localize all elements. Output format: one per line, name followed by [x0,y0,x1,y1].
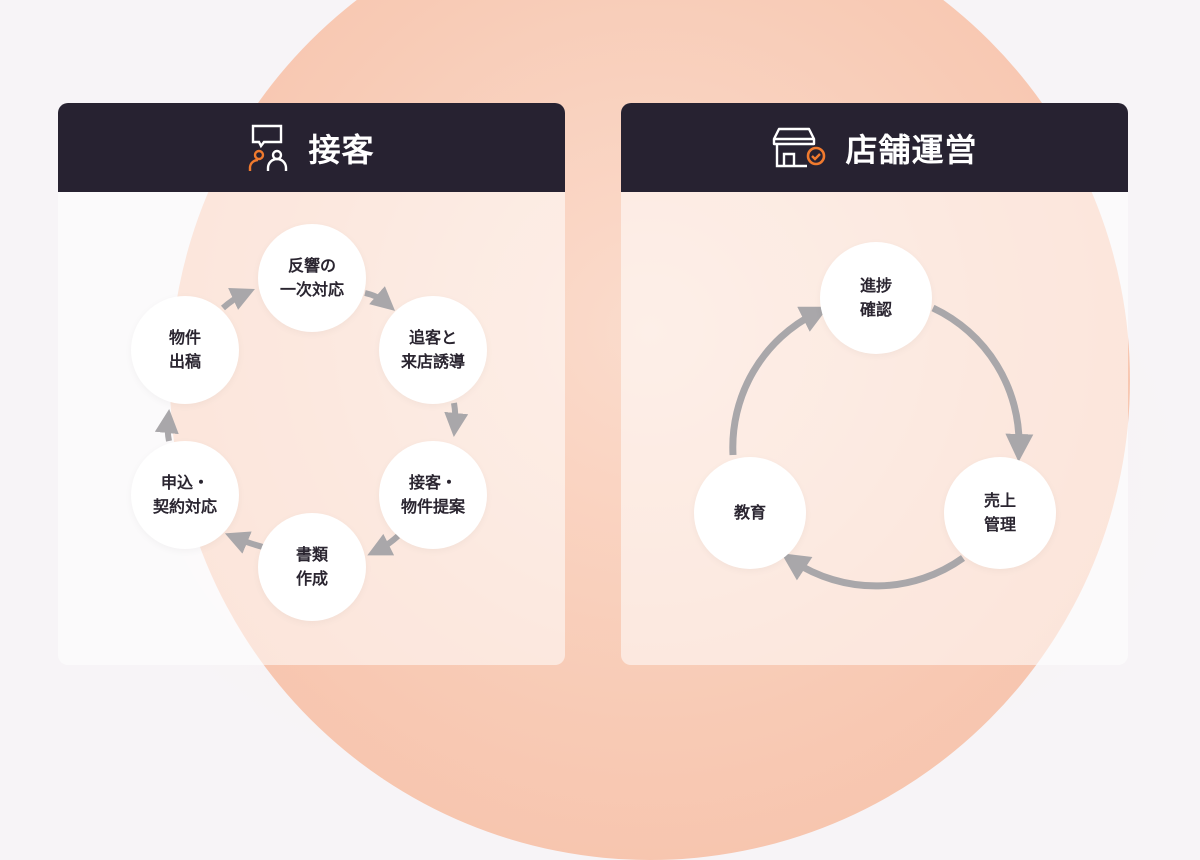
arrow [367,533,401,556]
step-node: 進捗 確認 [820,242,932,354]
customer-service-panel: 接客 反響の 一次対応 追客と 来店誘導 接客・ 物件提案 書類 作成 申込・ … [58,103,565,665]
panel-header: 接客 [58,103,565,192]
panel-title: 店舗運営 [845,130,978,169]
panel-header: 店舗運営 [621,103,1128,192]
step-node: 教育 [694,457,806,569]
step-node: 接客・ 物件提案 [379,441,487,549]
step-node: 書類 作成 [258,513,366,621]
step-node: 物件 出稿 [131,296,239,404]
arrow [781,553,966,590]
arrow [154,409,179,442]
store-operations-panel: 店舗運営 進捗 確認 売上 管理 教育 [621,103,1128,665]
arrow [931,304,1034,462]
customer-service-icon [249,124,288,171]
cycle-arrows [729,304,1034,590]
step-node: 申込・ 契約対応 [131,441,239,549]
step-node: 売上 管理 [944,457,1056,569]
arrow [220,288,255,311]
step-node: 反響の 一次対応 [258,224,366,332]
arrow [224,531,264,554]
panel-title: 接客 [308,130,375,169]
cycle-arrows [154,286,469,556]
store-check-icon [773,127,826,167]
arrow [729,306,829,456]
arrow [364,286,396,311]
arrow [444,402,469,437]
step-node: 追客と 来店誘導 [379,296,487,404]
